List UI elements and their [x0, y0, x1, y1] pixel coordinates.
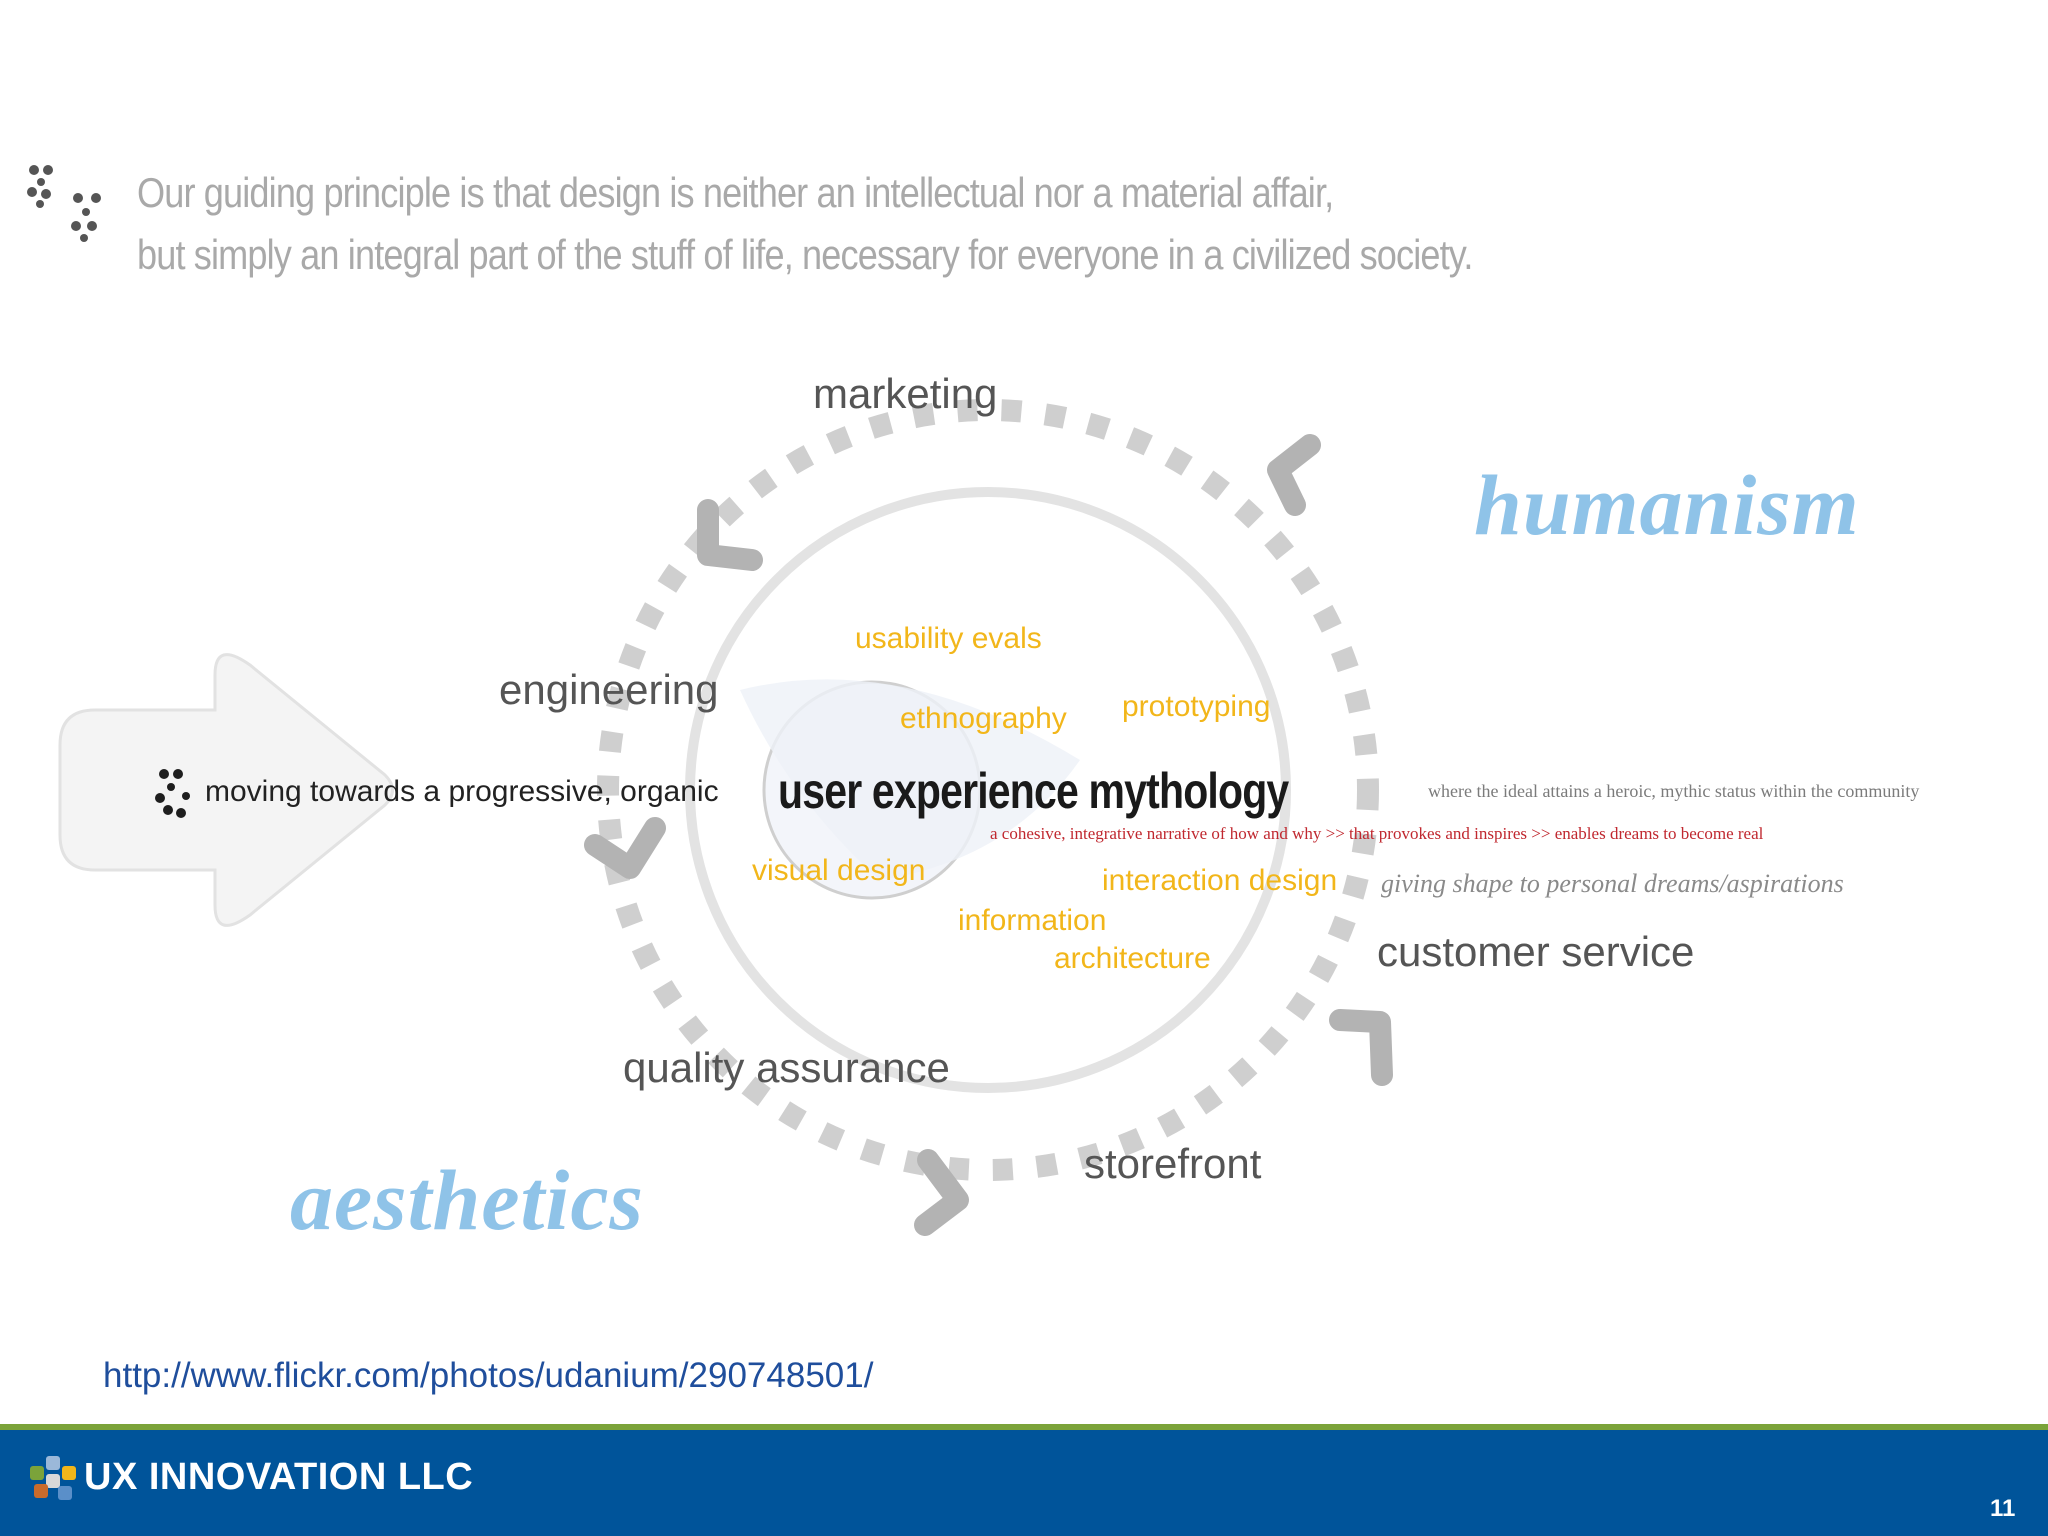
- label-quality-assurance: quality assurance: [623, 1044, 950, 1091]
- quote-line-1: Our guiding principle is that design is …: [137, 169, 1334, 216]
- label-storefront: storefront: [1084, 1140, 1262, 1187]
- narrative-note: a cohesive, integrative narrative of how…: [990, 824, 1764, 843]
- footer-bar: [0, 1424, 2048, 1536]
- dots-icon: [27, 165, 101, 242]
- label-interaction-design: interaction design: [1102, 864, 1338, 897]
- company-name: UX INNOVATION LLC: [84, 1456, 474, 1498]
- label-customer-service: customer service: [1377, 928, 1695, 975]
- label-ethnography: ethnography: [900, 702, 1067, 735]
- label-architecture: architecture: [1054, 942, 1211, 975]
- swoosh-shape: [740, 679, 1080, 880]
- heroic-status-note: where the ideal attains a heroic, mythic…: [1428, 781, 1920, 801]
- chevron-engineering: [697, 499, 763, 571]
- chevron-marketing: [1267, 434, 1321, 516]
- quote-line-2: but simply an integral part of the stuff…: [137, 231, 1473, 278]
- source-link[interactable]: http://www.flickr.com/photos/udanium/290…: [103, 1356, 874, 1395]
- chevron-left: [584, 817, 666, 879]
- aesthetics-word: aesthetics: [290, 1152, 644, 1248]
- label-engineering: engineering: [499, 666, 719, 713]
- giving-shape-note: giving shape to personal dreams/aspirati…: [1381, 869, 1844, 898]
- moving-dots-icon: [155, 769, 190, 818]
- label-prototyping: prototyping: [1122, 690, 1271, 723]
- outer-dashed-ring: [597, 399, 1379, 1181]
- chevron-customer: [1329, 1009, 1393, 1086]
- chevron-storefront: [914, 1149, 969, 1236]
- label-marketing: marketing: [813, 370, 998, 417]
- guiding-principle-quote: Our guiding principle is that design is …: [137, 162, 1473, 286]
- label-visual-design: visual design: [752, 854, 926, 887]
- label-information: information: [958, 904, 1107, 937]
- moving-towards-text: moving towards a progressive, organic: [205, 775, 719, 808]
- label-usability-evals: usability evals: [855, 622, 1042, 655]
- page-number: 11: [1990, 1495, 2016, 1522]
- company-logo-icon: [30, 1456, 76, 1500]
- ux-mythology-diagram: [58, 399, 1393, 1236]
- center-title: user experience mythology: [778, 763, 1289, 819]
- progress-arrow-shape: [58, 653, 394, 927]
- inner-ring: [685, 487, 1291, 1093]
- humanism-word: humanism: [1474, 457, 1860, 553]
